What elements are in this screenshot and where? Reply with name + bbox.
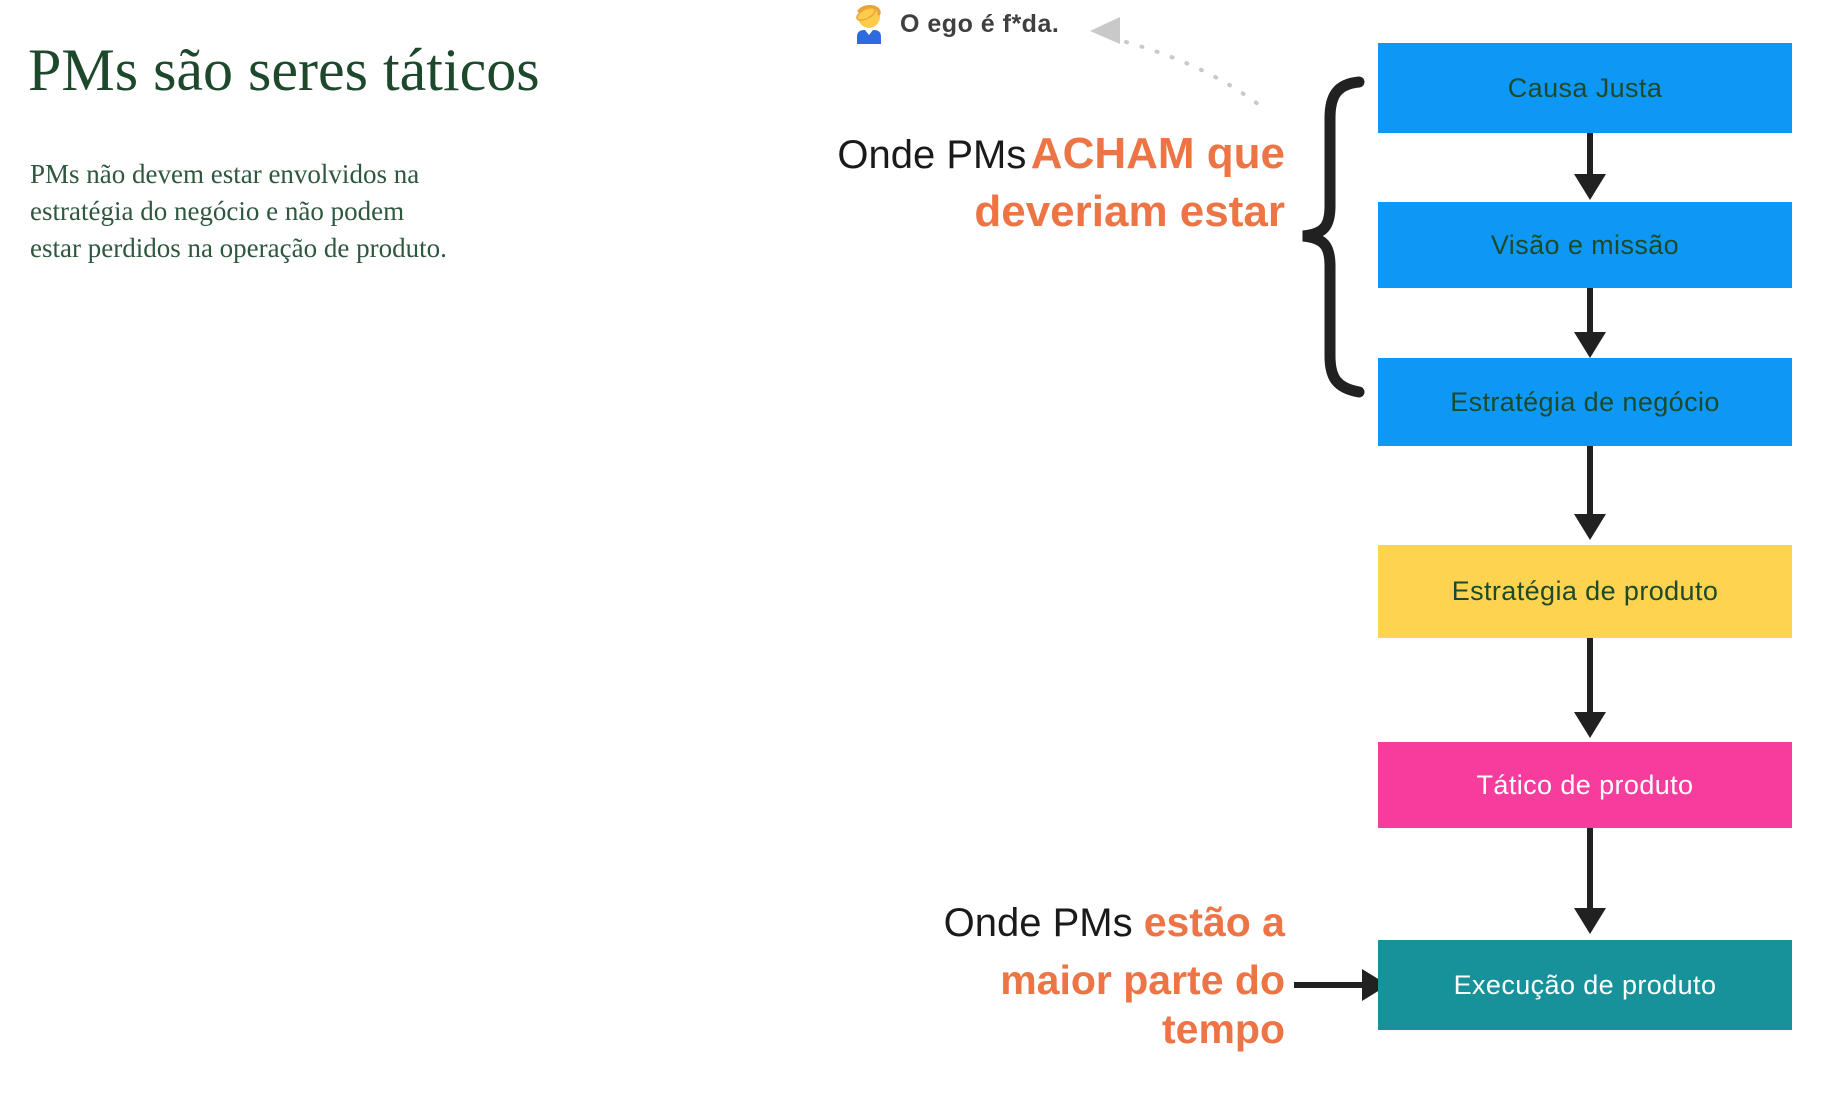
flow-box-tatico-produto: Tático de produto (1378, 742, 1792, 828)
flow-box-label: Visão e missão (1490, 229, 1680, 260)
bottom-label-line1-black: Onde PMs (943, 901, 1144, 945)
flow-box-label: Tático de produto (1476, 769, 1694, 800)
ego-note-text: O ego é f*da. (900, 9, 1060, 38)
page-title: PMs são seres táticos (28, 37, 540, 103)
flow-box-label: Execução de produto (1453, 969, 1717, 1000)
flow-box-visao-missao: Visão e missão (1378, 202, 1792, 288)
bottom-label-line3: tempo (1162, 1006, 1285, 1052)
flow-arrow-2 (1574, 288, 1606, 358)
flow-arrow-3 (1574, 446, 1606, 540)
bottom-label-line1-orange: estão a (1143, 899, 1285, 945)
intro-paragraph: PMs não devem estar envolvidos na estrat… (30, 156, 447, 267)
note-pointer-arrow (1090, 17, 1270, 114)
flow-box-estrategia-negocio: Estratégia de negócio (1378, 358, 1792, 446)
flow-box-label: Causa Justa (1507, 72, 1663, 103)
intro-line: estar perdidos na operação de produto. (30, 233, 447, 263)
flow-box-label: Estratégia de negócio (1450, 386, 1720, 417)
brace (1302, 76, 1365, 398)
flow-arrow-4 (1574, 638, 1606, 738)
bottom-label: Onde PMs estão a maior parte do tempo (700, 898, 1285, 1054)
intro-line: estratégia do negócio e não podem (30, 196, 405, 226)
flow-box-execucao-produto: Execução de produto (1378, 940, 1792, 1030)
brace-label-line2: ACHAM que (1030, 129, 1285, 178)
intro-line: PMs não devem estar envolvidos na (30, 159, 420, 189)
brace-label: Onde PMs ACHAM que deveriam estar (800, 130, 1285, 246)
bottom-pointer-arrow (1294, 969, 1388, 1001)
flow-arrow-5 (1574, 828, 1606, 934)
bottom-label-line2: maior parte do (1000, 957, 1285, 1003)
ego-note: O ego é f*da. (852, 4, 1059, 44)
flow-box-estrategia-produto: Estratégia de produto (1378, 545, 1792, 638)
flow-box-causa-justa: Causa Justa (1378, 43, 1792, 133)
person-facepalming-icon (856, 5, 881, 44)
flow-box-label: Estratégia de produto (1451, 576, 1719, 606)
flow-arrow-1 (1574, 133, 1606, 200)
brace-label-line3: deveriam estar (974, 187, 1285, 236)
bottom-label-line1: Onde PMs estão a (700, 898, 1285, 956)
brace-label-line1: Onde PMs (837, 133, 1027, 177)
